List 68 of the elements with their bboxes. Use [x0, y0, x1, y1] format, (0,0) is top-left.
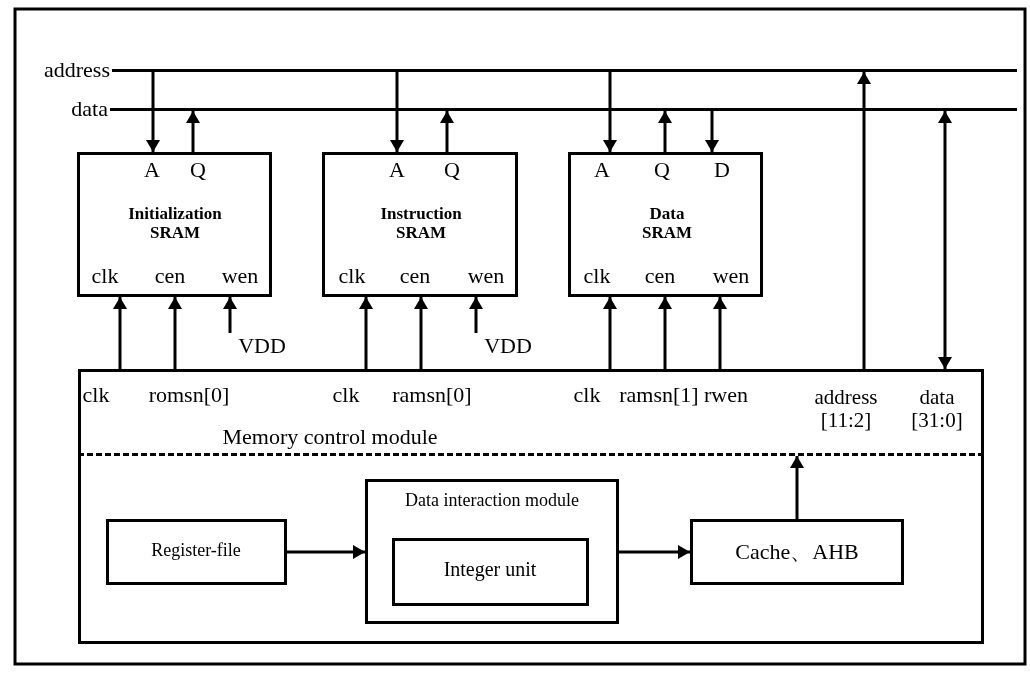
- pin-label: D: [713, 158, 731, 183]
- pin-label: Q: [653, 158, 671, 183]
- arrow: [146, 72, 160, 152]
- signal-label: clk: [81, 383, 111, 408]
- supply-label: VDD: [483, 334, 533, 359]
- arrow: [414, 297, 428, 369]
- sram-block: [77, 152, 272, 297]
- arrow: [603, 72, 617, 152]
- module-box: [392, 538, 589, 606]
- pin-label: A: [593, 158, 611, 183]
- processor-box: [78, 369, 984, 644]
- block-title: Data SRAM: [640, 205, 694, 243]
- signal-label: clk: [572, 383, 602, 408]
- bus-label: address: [43, 58, 110, 83]
- arrow: [359, 297, 373, 369]
- bus-label: data: [70, 97, 108, 122]
- arrow: [440, 111, 454, 152]
- arrow: [168, 297, 182, 369]
- arrow: [938, 111, 952, 369]
- pin-label: cen: [643, 264, 677, 289]
- module-box: [365, 479, 619, 624]
- module-box: [690, 519, 904, 585]
- arrow: [658, 111, 672, 152]
- pin-label: cen: [153, 264, 187, 289]
- pin-label: Q: [443, 158, 461, 183]
- pin-label: cen: [398, 264, 432, 289]
- signal-label: romsn[0]: [147, 383, 231, 408]
- module-box: [106, 519, 287, 585]
- arrow: [705, 111, 719, 152]
- pin-label: Q: [189, 158, 207, 183]
- arrow: [186, 111, 200, 152]
- arrow: [658, 297, 672, 369]
- module-label: Integer unit: [442, 558, 538, 580]
- pin-label: wen: [220, 264, 260, 289]
- signal-label: rwen: [703, 383, 749, 408]
- pin-label: clk: [90, 264, 120, 289]
- signal-label: ramsn[1]: [618, 383, 700, 408]
- arrow: [857, 72, 871, 369]
- pin-label: clk: [337, 264, 367, 289]
- arrow: [223, 297, 237, 333]
- arrow: [390, 72, 404, 152]
- block-title: Initialization SRAM: [127, 205, 223, 243]
- sram-block: [568, 152, 763, 297]
- arrow: [469, 297, 483, 333]
- module-label: Data interaction module: [404, 491, 580, 511]
- pin-label: A: [388, 158, 406, 183]
- arrow: [113, 297, 127, 369]
- arrow: [603, 297, 617, 369]
- pin-label: clk: [582, 264, 612, 289]
- arrow: [287, 545, 365, 559]
- sram-block: [322, 152, 518, 297]
- pin-label: A: [143, 158, 161, 183]
- signal-label: ramsn[0]: [391, 383, 473, 408]
- arrow: [790, 456, 804, 519]
- signal-label: clk: [331, 383, 361, 408]
- signal-label: data [31:0]: [910, 386, 964, 433]
- arrow: [713, 297, 727, 369]
- pin-label: wen: [711, 264, 751, 289]
- supply-label: VDD: [237, 334, 287, 359]
- module-label: Cache、AHB: [734, 540, 860, 565]
- signal-label: address [11:2]: [813, 386, 879, 433]
- module-title: Memory control module: [221, 425, 439, 450]
- block-title: Instruction SRAM: [379, 205, 463, 243]
- module-label: Register-file: [150, 541, 242, 561]
- arrow: [619, 545, 690, 559]
- pin-label: wen: [466, 264, 506, 289]
- bus-line: [110, 108, 1017, 111]
- bus-line: [112, 69, 1017, 72]
